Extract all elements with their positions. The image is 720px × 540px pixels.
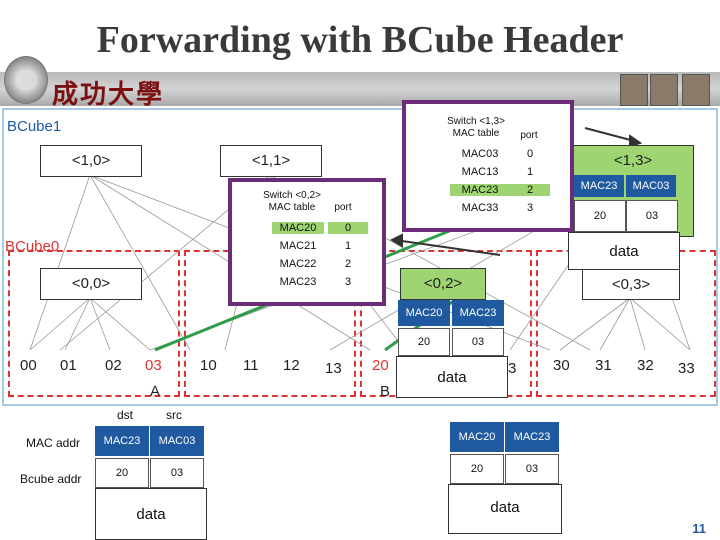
table-cell: 1 (344, 240, 352, 252)
server-12[interactable]: 12 (283, 357, 300, 374)
table-cell: 3 (526, 202, 534, 214)
table-cell: 2 (344, 258, 352, 270)
server-03[interactable]: 03 (145, 357, 162, 374)
table-cell-highlight: 2 (510, 184, 550, 196)
packet02-mac-src: MAC23 (452, 300, 504, 326)
switch-1-1[interactable]: <1,1> (220, 145, 322, 177)
switch13-mac-table: Switch <1,3> MAC table port MAC03 0 MAC1… (402, 100, 574, 232)
switch-1-0[interactable]: <1,0> (40, 145, 142, 177)
switch-0-2[interactable]: <0,2> (400, 268, 486, 300)
bcube1-label: BCube1 (7, 118, 62, 135)
table-cell: MAC22 (279, 258, 317, 270)
table-cell: 0 (526, 148, 534, 160)
packet-right-mac-src: MAC23 (505, 422, 559, 452)
switch-0-3[interactable]: <0,3> (582, 268, 680, 300)
table-cell: 1 (526, 166, 534, 178)
server-23-partial[interactable]: 3 (508, 360, 517, 377)
server-01[interactable]: 01 (60, 357, 77, 374)
packet13-bcube-src: 03 (626, 200, 678, 232)
campus-photo (682, 74, 710, 106)
packet-right-bcube-dst: 20 (450, 454, 504, 484)
table-cell-highlight: MAC20 (272, 222, 324, 234)
university-seal-icon (4, 56, 48, 104)
switch02-caption-1: Switch <0,2> (263, 190, 321, 201)
packet13-data: data (609, 243, 639, 260)
table-cell: MAC03 (461, 148, 499, 160)
banner (0, 72, 720, 106)
packet-right-data-box: data (448, 484, 562, 534)
server-b-label: B (380, 383, 391, 400)
packet02-data: data (437, 369, 467, 386)
src-label: src (166, 408, 182, 422)
server-00[interactable]: 00 (20, 357, 37, 374)
table-cell: MAC23 (279, 276, 317, 288)
server-32[interactable]: 32 (637, 357, 654, 374)
packet13-mac-src: MAC03 (626, 175, 676, 197)
packet13-mac-dst: MAC23 (574, 175, 624, 197)
university-logo-text: 成功大學 (52, 80, 165, 110)
switch13-caption-1: Switch <1,3> (447, 116, 505, 127)
server-13[interactable]: 13 (325, 360, 342, 377)
switch13-caption-2: MAC table (452, 128, 500, 139)
server-a-label: A (150, 383, 161, 400)
switch13-port-header: port (520, 130, 538, 141)
packet-right-mac-dst: MAC20 (450, 422, 504, 452)
packet-right-bcube-src: 03 (505, 454, 559, 484)
switch-1-3-label: <1,3> (613, 152, 653, 169)
table-cell: MAC33 (461, 202, 499, 214)
bcube1-box (2, 108, 718, 406)
server-02[interactable]: 02 (105, 357, 122, 374)
server-11[interactable]: 11 (243, 357, 259, 374)
packet13-bcube-dst: 20 (574, 200, 626, 232)
packet02-data-box: data (396, 356, 508, 398)
packet-src-data-box: data (95, 488, 207, 540)
packet-src-bcube-src: 03 (150, 458, 204, 488)
server-31[interactable]: 31 (595, 357, 612, 374)
table-cell: MAC13 (461, 166, 499, 178)
packet-src-mac-dst: MAC23 (95, 426, 149, 456)
bcube0-group-0 (8, 250, 180, 397)
bcube-addr-label: Bcube addr (20, 472, 82, 486)
packet-src-mac-src: MAC03 (150, 426, 204, 456)
packet13-data-box: data (568, 232, 680, 270)
server-30[interactable]: 30 (553, 357, 570, 374)
packet-src-data: data (136, 506, 166, 523)
table-cell-highlight: MAC23 (450, 184, 510, 196)
packet02-bcube-dst: 20 (398, 328, 450, 356)
campus-photo (620, 74, 648, 106)
mac-addr-label: MAC addr (26, 436, 81, 450)
switch-0-0[interactable]: <0,0> (40, 268, 142, 300)
slide-title: Forwarding with BCube Header (96, 19, 624, 61)
packet02-bcube-src: 03 (452, 328, 504, 356)
packet-src-bcube-dst: 20 (95, 458, 149, 488)
server-10[interactable]: 10 (200, 357, 217, 374)
packet02-mac-dst: MAC20 (398, 300, 450, 326)
server-20[interactable]: 20 (372, 357, 389, 374)
switch02-caption-2: MAC table (268, 202, 316, 213)
table-cell: MAC21 (279, 240, 317, 252)
switch02-mac-table: Switch <0,2> MAC table port MAC20 0 MAC2… (228, 178, 386, 306)
switch02-port-header: port (334, 202, 352, 213)
server-33[interactable]: 33 (678, 360, 695, 377)
campus-photo (650, 74, 678, 106)
table-cell-highlight: 0 (328, 222, 368, 234)
table-cell: 3 (344, 276, 352, 288)
page-number: 11 (692, 521, 706, 536)
packet-right-data: data (490, 499, 520, 516)
dst-label: dst (117, 408, 134, 422)
